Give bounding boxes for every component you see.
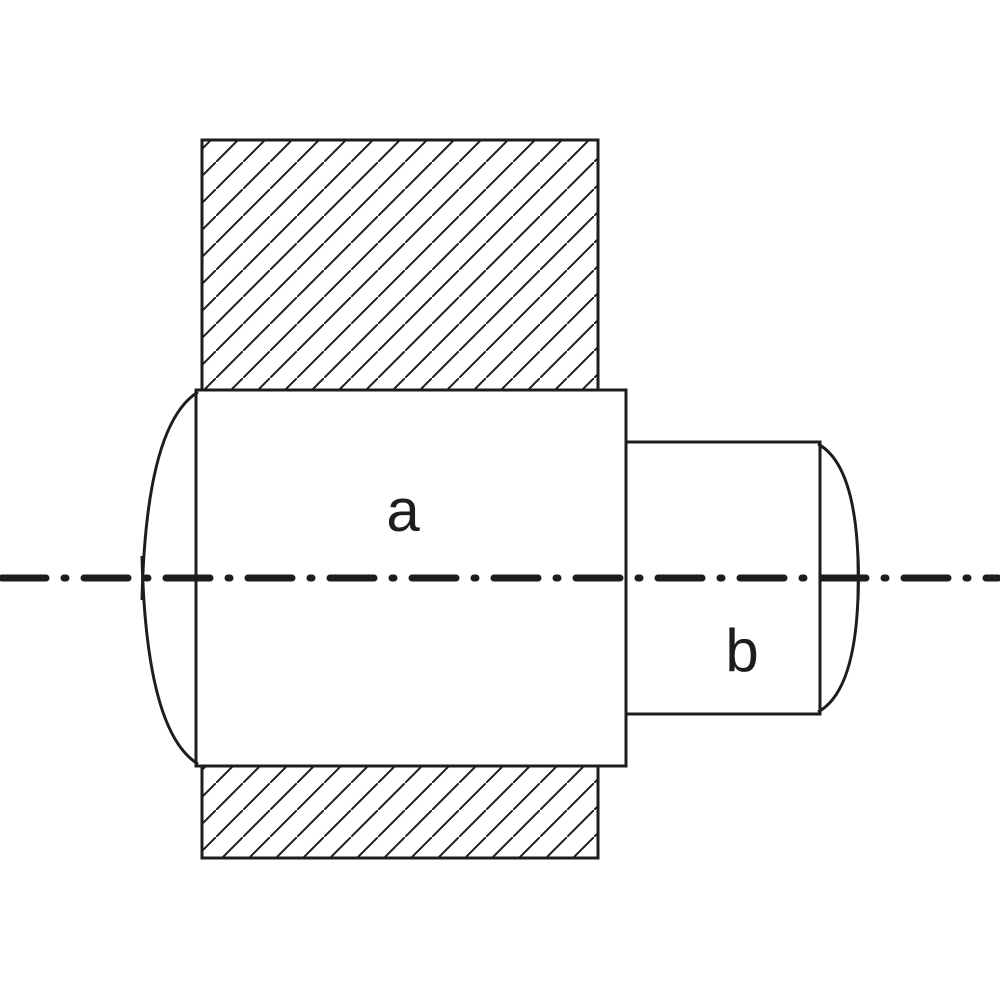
upper-hatched-plate-section [200,138,600,392]
left-end-arc-top [140,390,199,601]
lower-hatched-plate-section [200,764,600,860]
label-dimension-a: a [386,477,420,544]
right-end-arc-bottom [817,555,860,714]
label-dimension-b: b [725,617,758,684]
left-end-arc-bottom [140,555,199,766]
